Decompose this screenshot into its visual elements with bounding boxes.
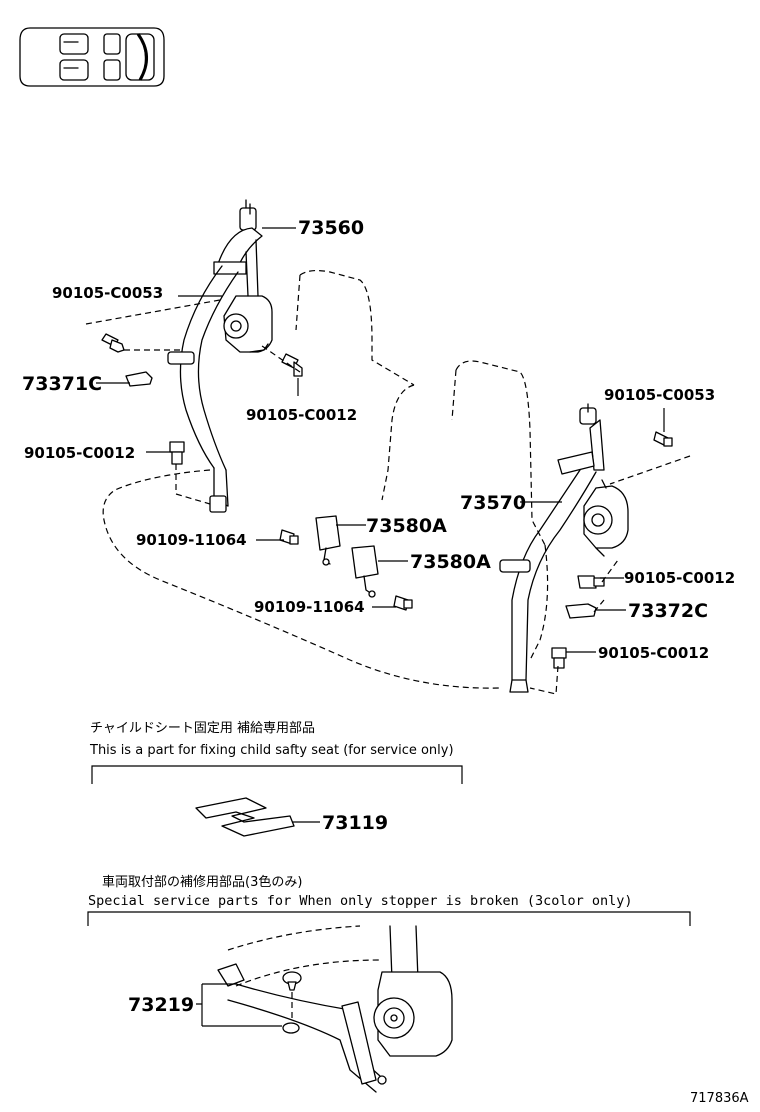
clip-73372c bbox=[565, 603, 597, 619]
assembly-guide-lines bbox=[85, 299, 691, 695]
label-90105-c0053-left: 90105-C0053 bbox=[52, 284, 163, 302]
buckle-73580a-bottom bbox=[351, 545, 379, 598]
section-bracket-stopper bbox=[87, 911, 691, 926]
note-child-seat-jp: チャイルドシート固定用 補給専用部品 bbox=[90, 721, 315, 736]
stopper-detail-73219 bbox=[217, 925, 453, 1093]
bolt-90105-c0012-mid bbox=[281, 353, 303, 377]
label-90105-c0053-right: 90105-C0053 bbox=[604, 386, 715, 404]
note-stopper-jp: 車両取付部の補修用部品(3色のみ) bbox=[102, 874, 302, 890]
seat-belt-assembly-73570 bbox=[499, 403, 629, 693]
seat-belt-assembly-73560 bbox=[167, 199, 273, 513]
label-73219: 73219 bbox=[128, 994, 194, 1016]
note-child-seat-en: This is a part for fixing child safty se… bbox=[89, 743, 454, 758]
vehicle-seat-locator-icon bbox=[19, 27, 165, 87]
leader-73219 bbox=[196, 983, 282, 1027]
label-90105-c0012-right1: 90105-C0012 bbox=[624, 569, 735, 587]
clip-73371c bbox=[125, 371, 153, 387]
label-73580a-top: 73580A bbox=[366, 515, 447, 537]
label-73560: 73560 bbox=[298, 217, 364, 239]
label-90109-11064-bottom: 90109-11064 bbox=[254, 598, 365, 616]
label-73372c: 73372C bbox=[628, 600, 708, 622]
bolt-90105-c0012-right2 bbox=[551, 647, 567, 669]
diagram-id: 717836A bbox=[690, 1091, 749, 1106]
bolt-90105-c0012-right1 bbox=[577, 575, 605, 589]
leader-lines bbox=[96, 227, 665, 653]
bolt-90105-c0012-left bbox=[169, 441, 185, 465]
label-90105-c0012-mid: 90105-C0012 bbox=[246, 406, 357, 424]
label-73119: 73119 bbox=[322, 812, 388, 834]
bolt-90109-11064-left bbox=[279, 529, 299, 545]
rear-seat-outline bbox=[102, 269, 549, 689]
section-bracket-child-seat bbox=[91, 765, 463, 784]
note-stopper-en: Special service parts for When only stop… bbox=[88, 893, 633, 909]
label-90105-c0012-left: 90105-C0012 bbox=[24, 444, 135, 462]
label-90109-11064-left: 90109-11064 bbox=[136, 531, 247, 549]
anchor-plate-73119 bbox=[195, 797, 295, 837]
bolt-90109-11064-bottom bbox=[393, 595, 413, 611]
bolt-90105-c0053-right bbox=[653, 431, 673, 447]
buckle-73580a-top bbox=[315, 515, 341, 566]
label-73570: 73570 bbox=[460, 492, 526, 514]
label-73371c: 73371C bbox=[22, 373, 102, 395]
label-90105-c0012-right2: 90105-C0012 bbox=[598, 644, 709, 662]
label-73580a-bottom: 73580A bbox=[410, 551, 491, 573]
bolt-90105-c0053-left bbox=[101, 333, 125, 353]
